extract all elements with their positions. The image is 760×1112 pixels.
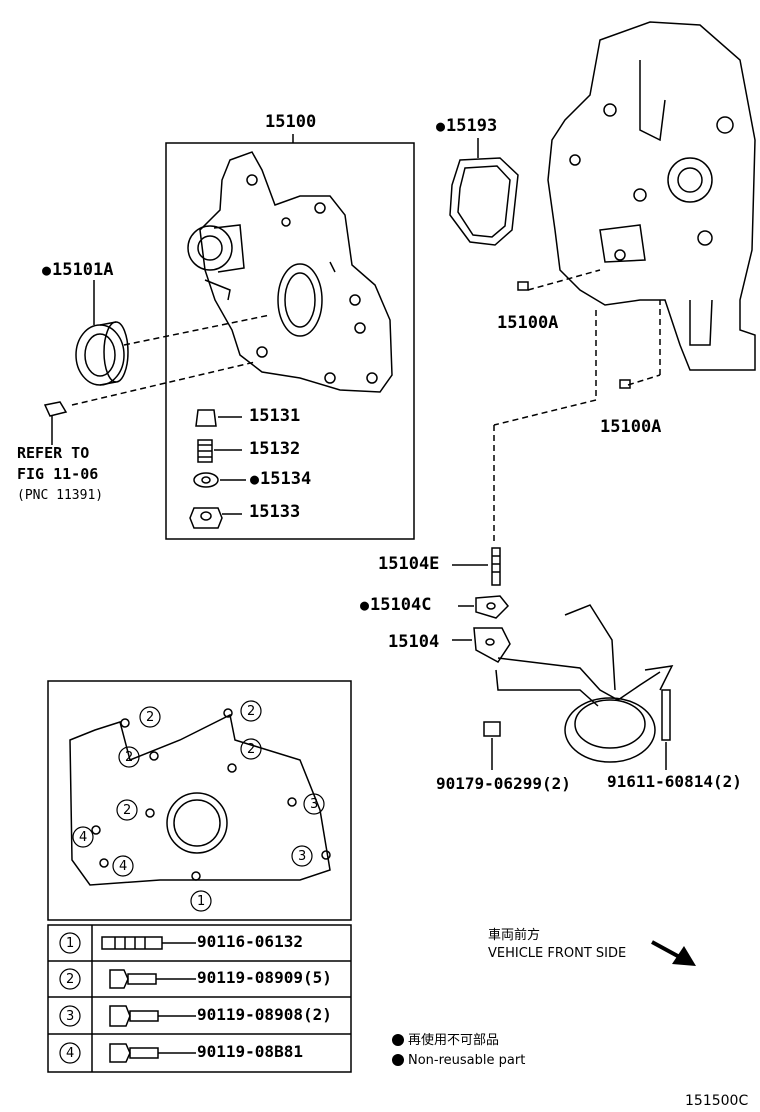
engine-block [547, 21, 756, 371]
label-15132: 15132 [249, 439, 301, 459]
oil-pump-group-box [165, 142, 415, 540]
label-15104: 15104 [388, 632, 440, 652]
bolt-row-1-part: 90116-06132 [197, 932, 303, 951]
bolt-table [47, 924, 352, 1073]
label-91611: 91611-60814(2) [607, 772, 742, 791]
label-15131: 15131 [249, 406, 301, 426]
label-15100: 15100 [265, 112, 317, 132]
figure-code: 151500C [685, 1093, 749, 1109]
legend-en: Non-reusable part [408, 1053, 526, 1068]
bolt-locator-inset [47, 680, 352, 921]
inset-num-2e: 2 [123, 803, 132, 818]
dowel-pin-1 [517, 281, 529, 291]
gasket [449, 157, 519, 246]
inset-num-1: 1 [197, 894, 206, 909]
bolt-row-2-num: 2 [66, 972, 75, 987]
label-15104E: 15104E [378, 554, 440, 574]
inset-num-4a: 4 [79, 830, 88, 845]
legend-dot-2 [392, 1054, 404, 1066]
inset-num-2a: 2 [146, 710, 155, 725]
label-90179: 90179-06299(2) [436, 774, 571, 793]
label-15193: 15193 [436, 118, 497, 135]
label-15104C: 15104C [360, 597, 431, 614]
refer-line-3: (PNC 11391) [17, 488, 104, 503]
bolt-row-3-num: 3 [66, 1009, 75, 1024]
label-15134: 15134 [250, 471, 311, 488]
bolt-row-3-part: 90119-08908(2) [197, 1005, 332, 1024]
inset-num-3a: 3 [310, 797, 319, 812]
relief-valve-parts [189, 409, 223, 529]
inset-timing-cover [69, 708, 331, 886]
direction-en: VEHICLE FRONT SIDE [488, 946, 627, 961]
label-15100A-2: 15100A [600, 417, 662, 437]
inset-num-3b: 3 [298, 849, 307, 864]
label-15100A-1: 15100A [497, 313, 559, 333]
bolt-row-1-num: 1 [66, 936, 75, 951]
inset-num-2b: 2 [247, 704, 256, 719]
oil-strainer-group [452, 547, 674, 770]
oil-pump-body [187, 151, 393, 393]
bolt-row-4-num: 4 [66, 1046, 75, 1061]
label-15101A: 15101A [42, 262, 113, 279]
legend-dot-1 [392, 1034, 404, 1046]
inset-num-4b: 4 [119, 859, 128, 874]
bolt-row-2-part: 90119-08909(5) [197, 968, 332, 987]
front-direction-arrow [651, 940, 696, 966]
legend-jp: 再使用不可部品 [408, 1033, 500, 1048]
refer-screw [43, 401, 68, 445]
refer-line-1: REFER TO [17, 444, 90, 462]
bolt-icons [101, 936, 196, 1063]
bolt-row-4-part: 90119-08B81 [197, 1042, 303, 1061]
refer-line-2: FIG 11-06 [17, 465, 99, 483]
inset-num-2d: 2 [247, 742, 256, 757]
label-15133: 15133 [249, 502, 301, 522]
dowel-pin-2 [619, 379, 631, 389]
inset-num-2c: 2 [125, 750, 134, 765]
oil-seal [75, 321, 129, 386]
direction-jp: 車両前方 [488, 928, 541, 943]
